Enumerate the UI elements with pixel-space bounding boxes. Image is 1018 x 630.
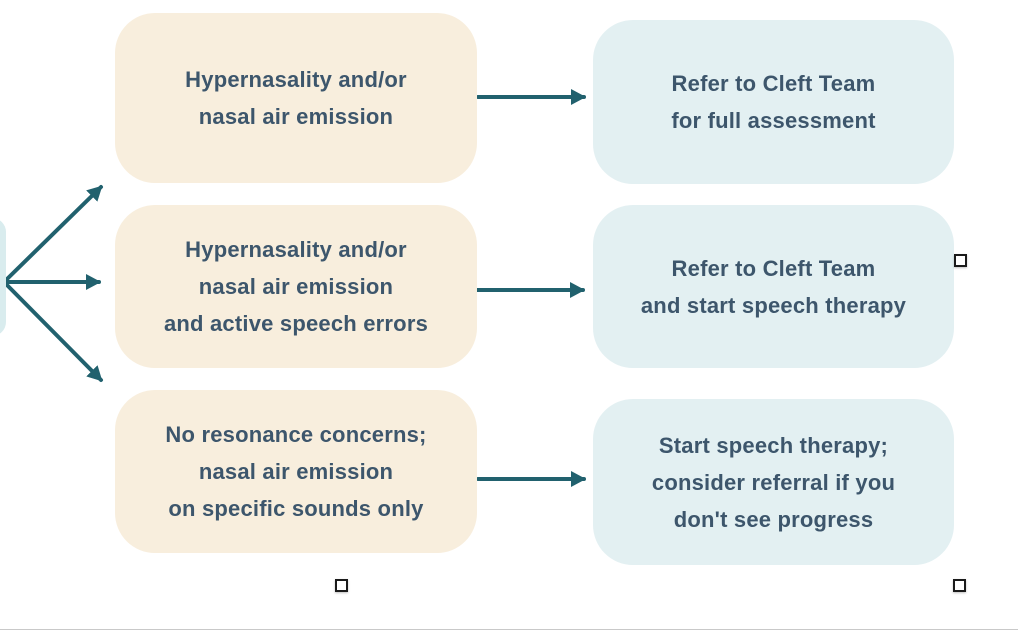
condition-box-3-label: No resonance concerns; nasal air emissio…	[165, 422, 427, 521]
branch-arrow-down	[2, 280, 103, 382]
action-box-2: Refer to Cleft Team and start speech the…	[593, 205, 954, 368]
action-box-1: Refer to Cleft Team for full assessment	[593, 20, 954, 184]
condition-box-2: Hypernasality and/or nasal air emission …	[115, 205, 477, 368]
action-box-1-label: Refer to Cleft Team for full assessment	[671, 71, 876, 133]
action-box-3: Start speech therapy; consider referral …	[593, 399, 954, 565]
condition-box-1: Hypernasality and/or nasal air emission	[115, 13, 477, 183]
resize-handle-right[interactable]	[954, 254, 967, 267]
condition-box-2-label: Hypernasality and/or nasal air emission …	[163, 237, 429, 336]
resize-handle-bottom-right[interactable]	[953, 579, 966, 592]
clipped-source-node	[0, 218, 6, 336]
action-box-2-label: Refer to Cleft Team and start speech the…	[640, 255, 907, 318]
action-box-3-label: Start speech therapy; consider referral …	[651, 432, 896, 532]
resize-handle-bottom[interactable]	[335, 579, 348, 592]
condition-box-3: No resonance concerns; nasal air emissio…	[115, 390, 477, 553]
branch-arrow-up	[2, 185, 103, 284]
condition-box-1-label: Hypernasality and/or nasal air emission	[185, 67, 407, 129]
